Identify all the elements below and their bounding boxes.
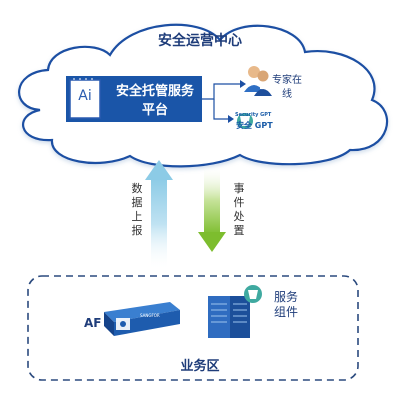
upload-arrow <box>145 160 173 270</box>
server-rack-icon <box>208 285 262 338</box>
dispatch-arrow <box>198 165 226 252</box>
dispatch-label: 事件处置 <box>233 182 245 237</box>
connector-to-gpt <box>213 99 228 120</box>
firewall-device-icon <box>104 302 180 336</box>
expert-label: 专家在线 <box>272 75 302 100</box>
gpt-label-en: Security GPT <box>235 112 272 118</box>
connector-arrowhead-expert <box>240 80 246 88</box>
business-zone-border <box>27 275 359 381</box>
ai-chip-icon <box>69 79 101 119</box>
security-gpt-logo <box>237 113 253 129</box>
cloud-title: 安全运营中心 <box>158 33 242 49</box>
platform-label: 安全托管服务平台 <box>115 84 194 118</box>
connector-to-expert <box>202 83 240 100</box>
gpt-label-cn: 安全 GPT <box>236 121 273 130</box>
ai-chip-pins <box>73 78 93 80</box>
service-label: 服务组件 <box>274 290 299 319</box>
zone-label: 业务区 <box>180 359 220 374</box>
af-brand: SANGFOR <box>140 313 160 318</box>
upload-label: 数据上报 <box>131 182 143 237</box>
connector-arrowhead-gpt <box>228 115 234 123</box>
cloud-shape <box>18 23 389 168</box>
ai-chip-label: Ai <box>78 88 92 104</box>
af-label: AF <box>84 316 102 330</box>
expert-people-icon <box>244 66 272 96</box>
